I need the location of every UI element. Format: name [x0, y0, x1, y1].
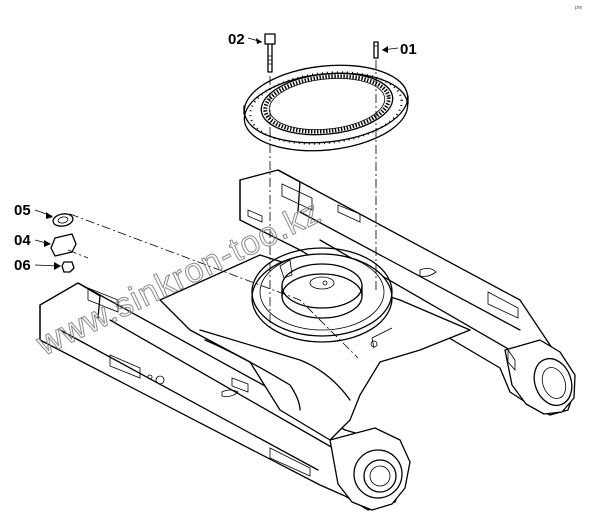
swing-ring-gear: [243, 64, 409, 152]
plate-part: [50, 233, 77, 257]
label-bolt: 02: [228, 31, 245, 48]
washer-part: [52, 213, 74, 227]
left-idler-housing: [329, 427, 411, 511]
label-screw: 06: [14, 257, 31, 274]
label-leaders: [34, 37, 399, 270]
label-plate: 04: [14, 232, 31, 249]
swing-bearing-seat: [251, 247, 393, 343]
corner-mark: pre: [575, 5, 582, 11]
leader-lines: [67, 60, 377, 359]
screw-part: [61, 261, 75, 273]
bolt-part: [264, 33, 276, 73]
ring-pin-part: [373, 41, 379, 59]
label-ring-pin: 01: [400, 41, 417, 58]
right-sprocket-housing: [504, 339, 576, 415]
label-washer: 05: [14, 202, 31, 219]
track-frame: [39, 169, 576, 511]
